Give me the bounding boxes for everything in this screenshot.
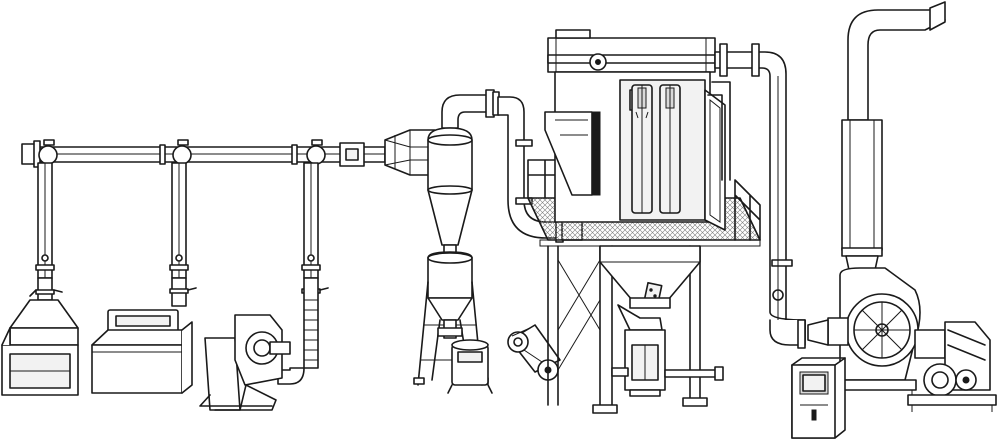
cyclone-collection-bin: [413, 251, 493, 394]
hopper: [599, 245, 701, 309]
control-cabinet: [791, 357, 846, 439]
exhaust-stack: [841, 1, 946, 271]
cyclone-separator: [427, 89, 500, 258]
screw-discharge: [611, 304, 724, 397]
filter-bags: [631, 84, 681, 214]
fan-motor: [907, 321, 997, 412]
hood-machine: [1, 299, 79, 396]
rotary-valve-motor: [507, 324, 561, 381]
drop-pipe-3: [277, 162, 329, 385]
centrifugal-fan: [807, 267, 921, 405]
box-machine: [91, 309, 193, 394]
grinder-machine: [199, 314, 291, 411]
drop-pipe-2: [169, 162, 197, 307]
main-duct: [21, 139, 386, 168]
exhaust-duct: [714, 43, 806, 349]
drop-pipe-1: [29, 162, 63, 301]
